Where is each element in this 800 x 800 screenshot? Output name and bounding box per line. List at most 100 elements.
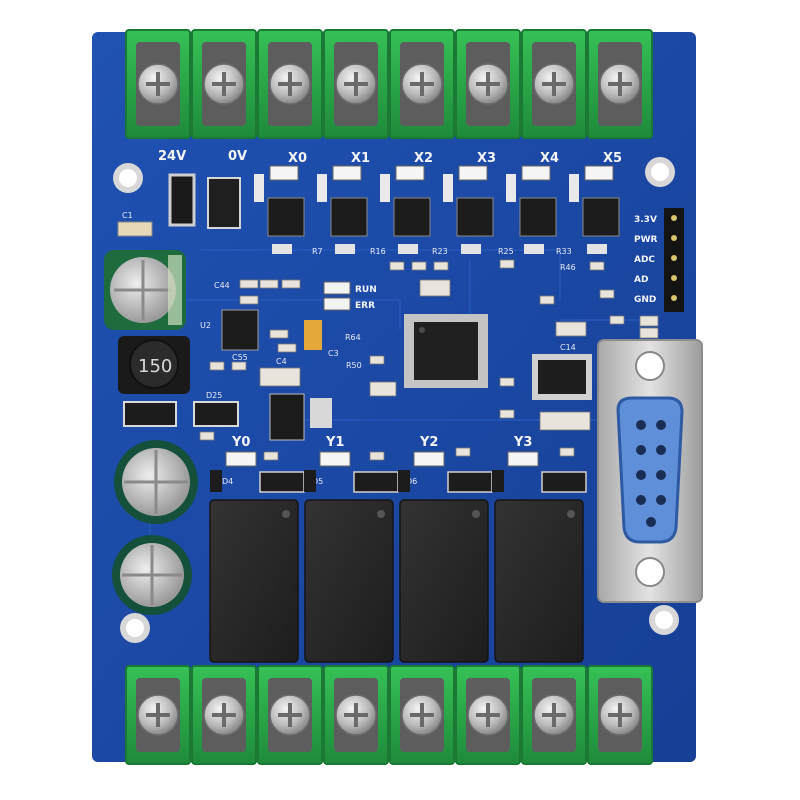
header-pin-label: ADC xyxy=(634,255,655,265)
smd-part xyxy=(499,259,515,269)
diode-right xyxy=(193,401,239,427)
screw-head-icon[interactable] xyxy=(269,694,311,736)
silk-mark: R25 xyxy=(498,247,514,256)
relay xyxy=(304,499,394,663)
input-led xyxy=(332,165,362,181)
smd-part xyxy=(411,261,427,271)
screw-head-icon[interactable] xyxy=(467,63,509,105)
header-pin-label: PWR xyxy=(634,235,658,245)
resistor xyxy=(380,174,390,202)
smd-part xyxy=(231,361,247,371)
header-pin-label: 3.3V xyxy=(634,215,657,225)
screw-head-icon[interactable] xyxy=(467,694,509,736)
silk-mark: D5 xyxy=(312,477,323,486)
resistor xyxy=(461,244,481,254)
silk-mark: R23 xyxy=(432,247,448,256)
bottom-terminal-block xyxy=(125,665,653,765)
smd-part xyxy=(455,447,471,457)
resistor xyxy=(272,244,292,254)
smd-part xyxy=(263,451,279,461)
inductor-marking: 150 xyxy=(138,356,172,377)
relay-vent xyxy=(472,510,480,518)
smd-part xyxy=(209,361,225,371)
optocoupler-ic xyxy=(456,197,494,237)
screw-head-icon[interactable] xyxy=(599,63,641,105)
terminal-cell xyxy=(455,665,521,765)
resistor xyxy=(587,244,607,254)
terminal-cell xyxy=(521,29,587,139)
resistor xyxy=(317,174,327,202)
screw-head-icon[interactable] xyxy=(203,694,245,736)
resistor xyxy=(524,244,544,254)
output-transistor xyxy=(353,471,399,493)
screw-head-icon[interactable] xyxy=(269,63,311,105)
input-led xyxy=(458,165,488,181)
smd-part xyxy=(369,451,385,461)
resistor xyxy=(569,174,579,202)
electrolytic-capacitor-2 xyxy=(112,535,192,615)
resistor xyxy=(398,244,418,254)
screw-head-icon[interactable] xyxy=(401,694,443,736)
output-label: Y3 xyxy=(513,435,532,450)
inductor: 150 xyxy=(118,336,190,394)
terminal-cell xyxy=(389,665,455,765)
microcontroller-chip xyxy=(404,314,488,388)
smd-part xyxy=(389,261,405,271)
optocoupler-ic xyxy=(519,197,557,237)
output-transistor xyxy=(447,471,493,493)
output-transistor xyxy=(541,471,587,493)
ic-u2 xyxy=(221,309,259,351)
diode xyxy=(210,470,222,492)
silk-mark: C55 xyxy=(232,353,248,362)
header-pin-label: GND xyxy=(634,295,656,305)
resistor xyxy=(335,244,355,254)
screw-head-icon[interactable] xyxy=(599,694,641,736)
terminal-cell xyxy=(257,665,323,765)
diode-left xyxy=(123,401,177,427)
capacitor-c1 xyxy=(117,221,153,237)
input-led xyxy=(395,165,425,181)
smd-part xyxy=(419,279,451,297)
electrolytic-capacitor-1 xyxy=(114,440,198,524)
screw-head-icon[interactable] xyxy=(533,694,575,736)
relay xyxy=(209,499,299,663)
smd-part xyxy=(369,355,385,365)
screw-head-icon[interactable] xyxy=(335,694,377,736)
silk-mark: R16 xyxy=(370,247,386,256)
relay-row xyxy=(209,499,584,663)
screw-head-icon[interactable] xyxy=(137,694,179,736)
terminal-cell xyxy=(455,29,521,139)
screw-head-icon[interactable] xyxy=(335,63,377,105)
smd-part xyxy=(639,327,659,339)
smd-part xyxy=(555,321,587,337)
silk-mark: C3 xyxy=(328,349,339,358)
terminal-cell xyxy=(323,665,389,765)
output-label: Y0 xyxy=(231,435,250,450)
screw-head-icon[interactable] xyxy=(401,63,443,105)
input-led-row xyxy=(269,165,614,181)
silk-mark: C14 xyxy=(560,343,576,352)
terminal-cell xyxy=(587,665,653,765)
output-led-row xyxy=(210,451,587,493)
smd-part xyxy=(609,315,625,325)
diode xyxy=(398,470,410,492)
smd-part xyxy=(239,295,259,305)
input-led xyxy=(521,165,551,181)
silk-mark: R33 xyxy=(556,247,572,256)
screw-head-icon[interactable] xyxy=(203,63,245,105)
screw-head-icon[interactable] xyxy=(533,63,575,105)
screw-head-icon[interactable] xyxy=(137,63,179,105)
optocoupler-ic xyxy=(330,197,368,237)
terminal-cell xyxy=(191,29,257,139)
optocoupler-ic xyxy=(582,197,620,237)
terminal-cell xyxy=(389,29,455,139)
input-led xyxy=(269,165,299,181)
output-led xyxy=(225,451,257,467)
electrolytic-capacitor-green xyxy=(104,250,186,330)
heatsink-tab xyxy=(310,398,332,428)
